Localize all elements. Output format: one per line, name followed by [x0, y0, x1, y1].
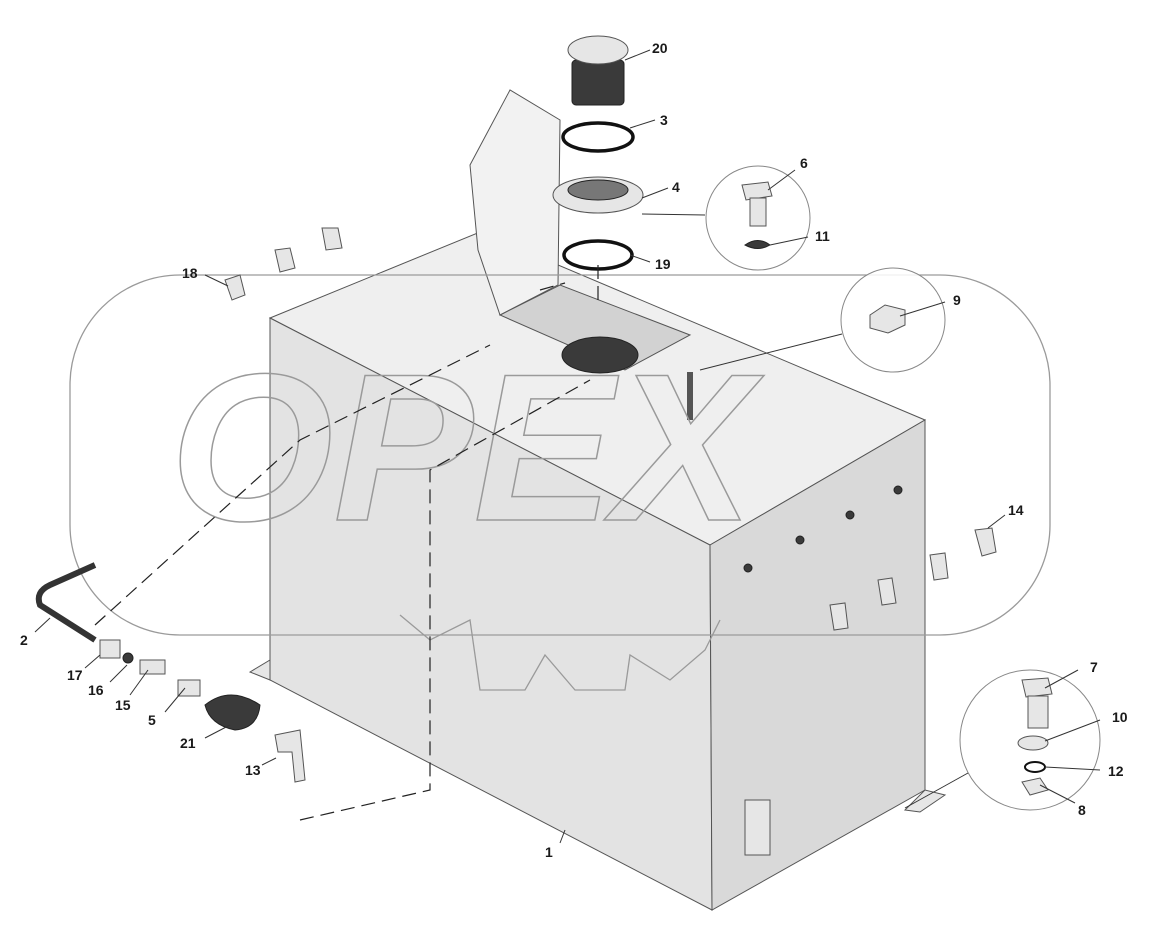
- callout-16: 16: [88, 682, 104, 698]
- breather-plate: [469, 89, 561, 316]
- callout-11: 11: [815, 228, 830, 244]
- level-gauge-bracket: [744, 799, 771, 856]
- parts: [35, 35, 997, 783]
- leader-line: [1044, 719, 1101, 742]
- part-o-ring-3: [561, 121, 635, 153]
- leader-line: [624, 49, 651, 61]
- leader-line: [629, 254, 651, 263]
- part-elbow: [829, 602, 849, 631]
- leader-line: [899, 301, 946, 317]
- assembly-lines: [94, 260, 599, 821]
- leader-line: [559, 829, 566, 844]
- assembly-line: [94, 344, 491, 626]
- part-15: [139, 659, 166, 675]
- callout-5: 5: [148, 712, 156, 728]
- leader-line: [204, 724, 231, 739]
- part-bolt-7-head: [1021, 677, 1053, 698]
- port-hole: [743, 563, 753, 573]
- leader-line: [109, 664, 128, 683]
- leader-line: [204, 274, 229, 287]
- callout-15: 15: [115, 697, 131, 713]
- callouts: 1 2 3 4 5 6 7 8 9 10 11 12 13 14 15 16 1…: [20, 40, 1128, 860]
- part-elbow-18: [224, 274, 246, 301]
- part-bolt-6-shank: [749, 197, 767, 227]
- leader-line: [641, 187, 669, 199]
- watermark-gear: [399, 614, 721, 691]
- part-bent-tube-2: [35, 562, 97, 643]
- assembly-line: [299, 379, 591, 821]
- callout-7: 7: [1090, 659, 1098, 675]
- leader-line: [1039, 784, 1076, 804]
- part-5: [177, 679, 201, 697]
- port-hole: [845, 510, 855, 520]
- callout-8: 8: [1078, 802, 1086, 818]
- leader-line: [1044, 669, 1079, 689]
- part-filler-cap: [571, 59, 625, 106]
- leader-line: [769, 236, 809, 246]
- leader-line: [34, 617, 51, 633]
- callout-18: 18: [182, 265, 198, 281]
- callout-3: 3: [660, 112, 668, 128]
- part-o-ring-19: [562, 239, 634, 271]
- tank-flange-right: [903, 789, 947, 813]
- leader-line: [261, 757, 277, 766]
- part-elbow: [321, 227, 343, 251]
- part-elbow: [877, 577, 897, 606]
- part-bolt-7-shank: [1027, 695, 1049, 729]
- leader-line: [1044, 766, 1101, 771]
- port-hole: [795, 535, 805, 545]
- callout-2: 2: [20, 632, 28, 648]
- callout-20: 20: [652, 40, 668, 56]
- callout-6: 6: [800, 155, 808, 171]
- watermark-text: OPEX: [170, 330, 764, 565]
- part-21: [204, 694, 261, 731]
- callout-9: 9: [953, 292, 961, 308]
- callout-14: 14: [1008, 502, 1024, 518]
- callout-13: 13: [245, 762, 261, 778]
- part-16: [122, 652, 134, 664]
- leader-line: [641, 213, 706, 216]
- detail-circles: [705, 165, 1101, 811]
- part-bolt-6-head: [741, 181, 773, 201]
- port-hole: [893, 485, 903, 495]
- callout-19: 19: [655, 256, 671, 272]
- tank-flange-left: [248, 659, 271, 681]
- filler-opening: [561, 336, 639, 374]
- part-nut-8: [1021, 777, 1049, 796]
- callout-4: 4: [672, 179, 680, 195]
- leader-line: [904, 772, 969, 809]
- part-elbow: [929, 552, 949, 581]
- watermark: OPEX: [69, 274, 1051, 691]
- leader-line: [699, 333, 843, 371]
- leader-line: [987, 514, 1006, 529]
- part-flange-bore: [567, 179, 629, 201]
- part-elbow-13: [274, 729, 306, 783]
- part-17: [99, 639, 121, 659]
- callout-12: 12: [1108, 763, 1124, 779]
- leader-line: [767, 169, 796, 191]
- part-elbow: [274, 247, 296, 273]
- leader-line: [629, 119, 656, 129]
- watermark-frame: [69, 274, 1051, 636]
- leader-line: [164, 687, 186, 713]
- tank: [248, 89, 947, 911]
- part-elbow-14: [974, 527, 997, 557]
- callout-21: 21: [180, 735, 196, 751]
- part-washer-10: [1017, 735, 1049, 751]
- callout-1: 1: [545, 844, 553, 860]
- assembly-line: [539, 282, 566, 291]
- part-nut-9: [869, 304, 906, 334]
- callout-17: 17: [67, 667, 83, 683]
- callout-10: 10: [1112, 709, 1128, 725]
- part-filler-cap-top: [567, 35, 629, 65]
- leader-line: [129, 669, 149, 696]
- leader-line: [84, 654, 101, 669]
- leader-lines: [34, 49, 1101, 844]
